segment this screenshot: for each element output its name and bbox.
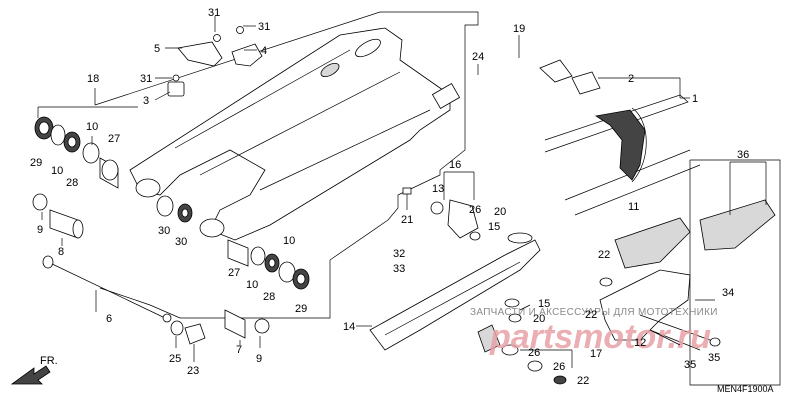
callout-9: 9 bbox=[37, 224, 43, 236]
chain-slider bbox=[369, 232, 541, 351]
callout-35: 35 bbox=[684, 359, 696, 371]
callout-4: 4 bbox=[261, 45, 267, 57]
callout-36: 36 bbox=[737, 149, 749, 161]
callout-16: 16 bbox=[449, 159, 461, 171]
callout-20: 20 bbox=[494, 206, 506, 218]
callout-1: 1 bbox=[692, 93, 698, 105]
callout-10: 10 bbox=[86, 121, 98, 133]
diagram-code: MEN4F1900A bbox=[717, 384, 774, 394]
callout-34: 34 bbox=[722, 287, 734, 299]
callout-17: 17 bbox=[590, 348, 602, 360]
chain-roller bbox=[402, 187, 481, 241]
callout-26: 26 bbox=[553, 361, 565, 373]
right-pivot-bearings bbox=[156, 195, 310, 290]
callout-31: 31 bbox=[140, 73, 152, 85]
swingarm-assembly-outline bbox=[94, 11, 479, 319]
callout-2: 2 bbox=[628, 73, 634, 85]
callout-10: 10 bbox=[51, 165, 63, 177]
callout-22: 22 bbox=[598, 249, 610, 261]
callout-23: 23 bbox=[187, 365, 199, 377]
callout-14: 14 bbox=[343, 321, 355, 333]
callout-6: 6 bbox=[106, 313, 112, 325]
front-direction-indicator: FR. bbox=[10, 355, 58, 385]
callout-27: 27 bbox=[228, 267, 240, 279]
callout-24: 24 bbox=[472, 51, 484, 63]
chain-guide bbox=[599, 217, 721, 351]
left-pivot-bearings bbox=[34, 116, 119, 189]
callout-15: 15 bbox=[538, 298, 550, 310]
guide-slider-kit bbox=[689, 159, 781, 386]
callout-10: 10 bbox=[246, 279, 258, 291]
callout-25: 25 bbox=[169, 353, 181, 365]
callout-12: 12 bbox=[634, 337, 646, 349]
callout-11: 11 bbox=[628, 201, 639, 213]
watermark-text: ЗАПЧАСТИ И АКСЕССУАРЫ ДЛЯ МОТОТЕХНИКИ bbox=[470, 307, 718, 318]
callout-26: 26 bbox=[469, 204, 481, 216]
callout-32: 32 bbox=[393, 248, 405, 260]
callout-27: 27 bbox=[108, 133, 120, 145]
callout-19: 19 bbox=[513, 23, 525, 35]
callout-8: 8 bbox=[58, 246, 64, 258]
callout-30: 30 bbox=[158, 225, 170, 237]
leader-lines bbox=[37, 16, 767, 368]
callout-3: 3 bbox=[143, 95, 149, 107]
chain-guide-brackets bbox=[167, 26, 263, 97]
callout-26: 26 bbox=[528, 347, 540, 359]
callout-20: 20 bbox=[533, 313, 545, 325]
callout-10: 10 bbox=[283, 235, 295, 247]
callout-21: 21 bbox=[401, 214, 413, 226]
callout-33: 33 bbox=[393, 263, 405, 275]
callout-28: 28 bbox=[263, 291, 275, 303]
callout-22: 22 bbox=[585, 309, 597, 321]
front-label: FR. bbox=[40, 355, 58, 367]
callout-labels: 31 31 5 4 31 3 18 29 10 27 10 28 9 8 6 3… bbox=[30, 7, 749, 387]
callout-29: 29 bbox=[30, 157, 42, 169]
callout-29: 29 bbox=[295, 303, 307, 315]
callout-31: 31 bbox=[258, 21, 270, 33]
pivot-shaft-and-collars bbox=[32, 193, 270, 345]
drive-chain bbox=[539, 59, 701, 216]
callout-22: 22 bbox=[577, 375, 589, 387]
lower-chain-roller bbox=[477, 298, 567, 385]
callout-30: 30 bbox=[175, 236, 187, 248]
callout-9: 9 bbox=[256, 353, 262, 365]
callout-7: 7 bbox=[236, 344, 242, 356]
callout-13: 13 bbox=[432, 183, 444, 195]
callout-5: 5 bbox=[154, 43, 160, 55]
callout-31: 31 bbox=[208, 7, 220, 19]
callout-35: 35 bbox=[708, 352, 720, 364]
callout-15: 15 bbox=[488, 221, 500, 233]
swingarm bbox=[129, 27, 461, 241]
callout-18: 18 bbox=[87, 73, 99, 85]
callout-28: 28 bbox=[66, 177, 78, 189]
